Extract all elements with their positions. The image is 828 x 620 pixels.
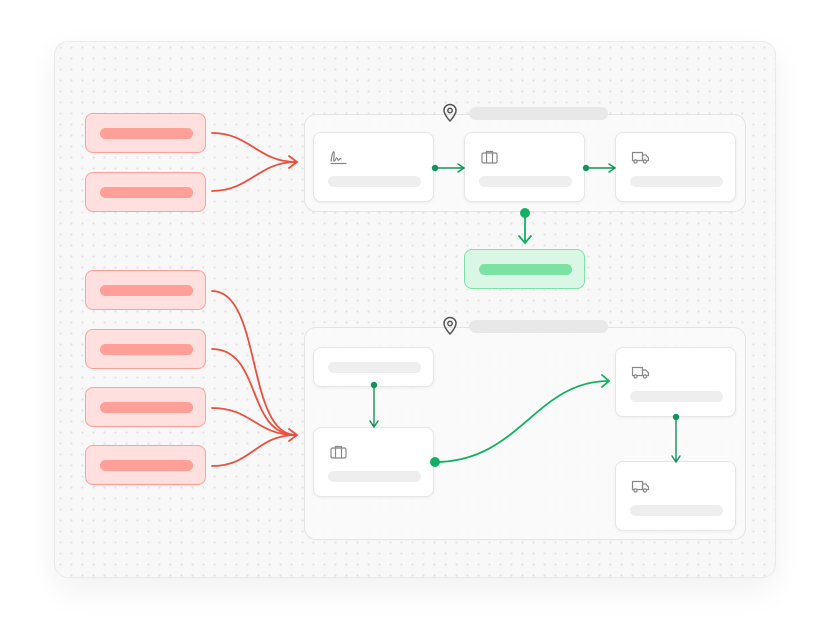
briefcase-icon — [481, 150, 498, 164]
bottom-card-truck-1[interactable] — [615, 347, 736, 417]
source-placeholder-bar — [100, 402, 193, 413]
top-card-truck[interactable] — [615, 132, 736, 202]
bottom-group-header — [441, 316, 608, 336]
top-group-header — [441, 103, 608, 123]
source-node-3[interactable] — [85, 270, 206, 310]
card-placeholder-bar — [328, 176, 421, 187]
hub-node[interactable] — [464, 249, 585, 289]
bottom-card-plain[interactable] — [313, 347, 434, 387]
card-placeholder-bar — [630, 176, 723, 187]
source-node-6[interactable] — [85, 445, 206, 485]
bottom-group-title-placeholder — [469, 319, 608, 333]
truck-icon — [631, 151, 650, 164]
source-placeholder-bar — [100, 344, 193, 355]
source-node-1[interactable] — [85, 113, 206, 153]
signature-icon — [330, 151, 347, 165]
top-card-signature[interactable] — [313, 132, 434, 202]
card-placeholder-bar — [630, 391, 723, 402]
source-node-2[interactable] — [85, 172, 206, 212]
source-placeholder-bar — [100, 460, 193, 471]
bottom-card-briefcase[interactable] — [313, 427, 434, 497]
top-card-briefcase[interactable] — [464, 132, 585, 202]
source-placeholder-bar — [100, 285, 193, 296]
card-placeholder-bar — [479, 176, 572, 187]
source-placeholder-bar — [100, 128, 193, 139]
bottom-card-truck-2[interactable] — [615, 461, 736, 531]
source-placeholder-bar — [100, 187, 193, 198]
card-placeholder-bar — [328, 471, 421, 482]
truck-icon — [631, 480, 650, 493]
source-node-5[interactable] — [85, 387, 206, 427]
source-node-4[interactable] — [85, 329, 206, 369]
briefcase-icon — [330, 445, 347, 459]
card-placeholder-bar — [630, 505, 723, 516]
truck-icon — [631, 366, 650, 379]
location-pin-icon — [443, 103, 457, 123]
card-placeholder-bar — [328, 362, 421, 373]
location-pin-icon — [443, 316, 457, 336]
hub-placeholder-bar — [479, 264, 572, 275]
top-group-title-placeholder — [469, 106, 608, 120]
